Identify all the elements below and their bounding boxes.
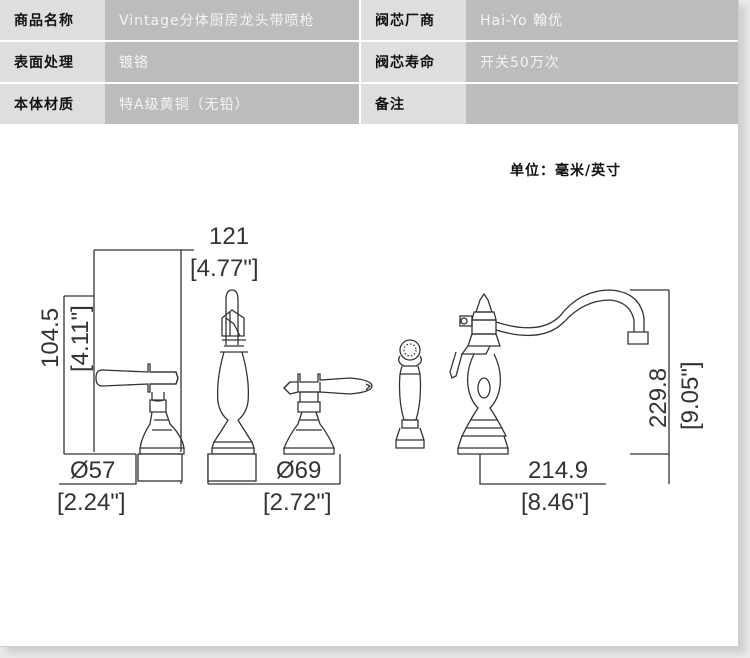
dim-spout-height-mm: 229.8 (645, 368, 672, 428)
spec-label: 商品名称 (0, 0, 105, 42)
center-base-block (207, 453, 257, 482)
spec-label: 本体材质 (0, 83, 105, 126)
spec-value (466, 83, 738, 126)
dim-line-spout-height (630, 289, 669, 455)
dim-spacing-in: [4.77"] (190, 255, 259, 282)
unit-note: 单位：毫米/英寸 (510, 163, 622, 179)
spec-row: 表面处理 镀铬 阀芯寿命 开关50万次 (0, 41, 738, 84)
spec-value: 镀铬 (105, 41, 359, 84)
dim-spacing-mm: 121 (209, 223, 249, 250)
spec-row: 本体材质 特A级黄铜（无铅） 备注 (0, 83, 738, 126)
product-spec-card: 商品名称 Vintage分体厨房龙头带喷枪 阀芯厂商 Hai-Yo 翰优 表面处… (0, 0, 739, 647)
side-sprayer (395, 339, 425, 449)
spec-label: 阀芯寿命 (361, 41, 466, 84)
dim-spout-height-in: [9.05"] (677, 361, 704, 430)
dim-handle-height-mm: 104.5 (37, 308, 64, 368)
dim-base-mid-in: [2.72"] (263, 489, 332, 516)
spec-row: 商品名称 Vintage分体厨房龙头带喷枪 阀芯厂商 Hai-Yo 翰优 (0, 0, 738, 42)
dim-spout-reach-in: [8.46"] (521, 489, 590, 516)
spec-label: 表面处理 (0, 41, 105, 84)
dim-base-left-in: [2.24"] (57, 489, 126, 516)
spec-table: 商品名称 Vintage分体厨房龙头带喷枪 阀芯厂商 Hai-Yo 翰优 表面处… (0, 0, 738, 126)
spec-value: Vintage分体厨房龙头带喷枪 (105, 0, 359, 42)
dim-base-left-mm: Ø57 (70, 457, 115, 484)
dim-handle-height-in: [4.11"] (67, 305, 94, 372)
faucet-dimension-drawing: 121 [4.77"] 104.5 [4.11"] Ø57 [2.24"] Ø6… (37, 223, 704, 516)
right-handle-valve (283, 373, 373, 455)
gooseneck-faucet (449, 289, 649, 455)
left-handle-valve (95, 363, 185, 455)
dim-base-mid-mm: Ø69 (276, 457, 321, 484)
dim-line-handle-height (63, 295, 136, 455)
spec-value: 特A级黄铜（无铅） (105, 83, 359, 126)
dim-spout-reach-mm: 214.9 (528, 457, 588, 484)
spec-value: Hai-Yo 翰优 (466, 0, 738, 42)
spec-value: 开关50万次 (466, 41, 738, 84)
dim-line-spout-reach (479, 290, 670, 485)
spec-label: 阀芯厂商 (361, 0, 466, 42)
dim-line-spacing (93, 249, 194, 452)
center-spout (211, 289, 255, 455)
left-base-block (137, 453, 183, 482)
spec-label: 备注 (361, 83, 466, 126)
